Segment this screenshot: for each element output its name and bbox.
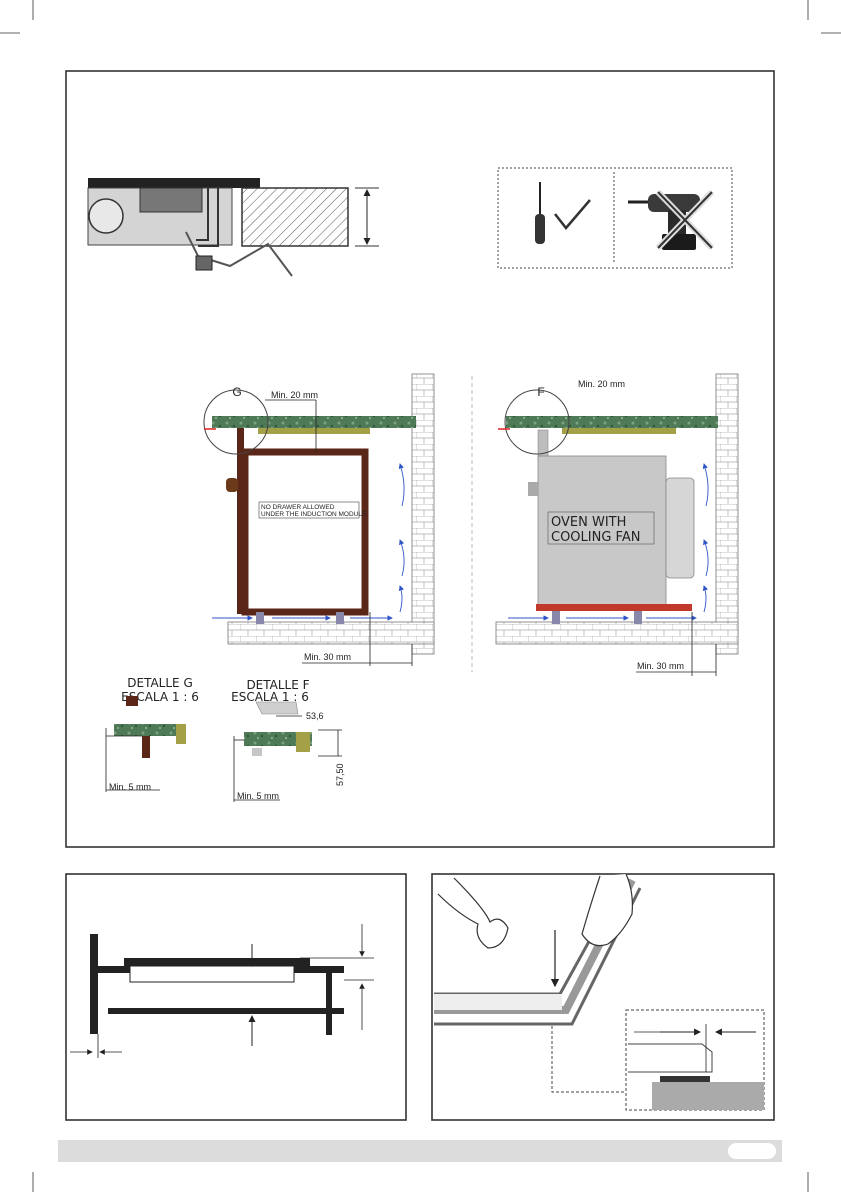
detail-g: DETALLE G ESCALA 1 : 6 Min. 5 mm: [106, 676, 199, 792]
install-cabinet: G Min. 20 mm NO DRAWER ALLOWED UNDER THE…: [204, 374, 434, 666]
min-20-label-left: Min. 20 mm: [271, 390, 318, 400]
detail-g-title: DETALLE G: [127, 676, 193, 690]
detail-f-min-5: Min. 5 mm: [237, 791, 279, 801]
detail-f-dim-height: 57,50: [335, 763, 345, 786]
check-icon: [555, 200, 590, 228]
min-30-label-left: Min. 30 mm: [304, 652, 351, 662]
hand-left-icon: [438, 878, 508, 948]
detail-f: DETALLE F ESCALA 1 : 6 53,6 57,50 Min. 5…: [231, 678, 345, 802]
min-20-label-right: Min. 20 mm: [578, 379, 625, 389]
no-drawer-note-2: UNDER THE INDUCTION MODULE: [261, 511, 367, 518]
detail-g-min-5: Min. 5 mm: [109, 782, 151, 792]
install-oven: F Min. 20 mm OVEN WITH COOLING FAN Min. …: [496, 374, 738, 676]
oven-label-1: OVEN WITH: [551, 515, 626, 530]
sealing-diagram: [434, 874, 764, 1110]
tools-panel: [498, 168, 732, 268]
footer-bar: [58, 1140, 782, 1162]
detail-f-dim-width: 53,6: [306, 711, 324, 721]
page-number-pill: [728, 1143, 776, 1159]
clamp-cross-section: [88, 178, 379, 276]
oven-label-2: COOLING FAN: [551, 530, 640, 545]
spacing-diagram: [70, 924, 374, 1058]
bottom-left-frame: [66, 874, 406, 1120]
screwdriver-icon: [535, 182, 545, 244]
min-30-label-right: Min. 30 mm: [637, 661, 684, 671]
hand-right-icon: [582, 874, 632, 946]
detail-mark-g: G: [232, 385, 241, 399]
no-drawer-note-1: NO DRAWER ALLOWED: [261, 504, 335, 511]
detail-mark-f: F: [537, 385, 544, 399]
